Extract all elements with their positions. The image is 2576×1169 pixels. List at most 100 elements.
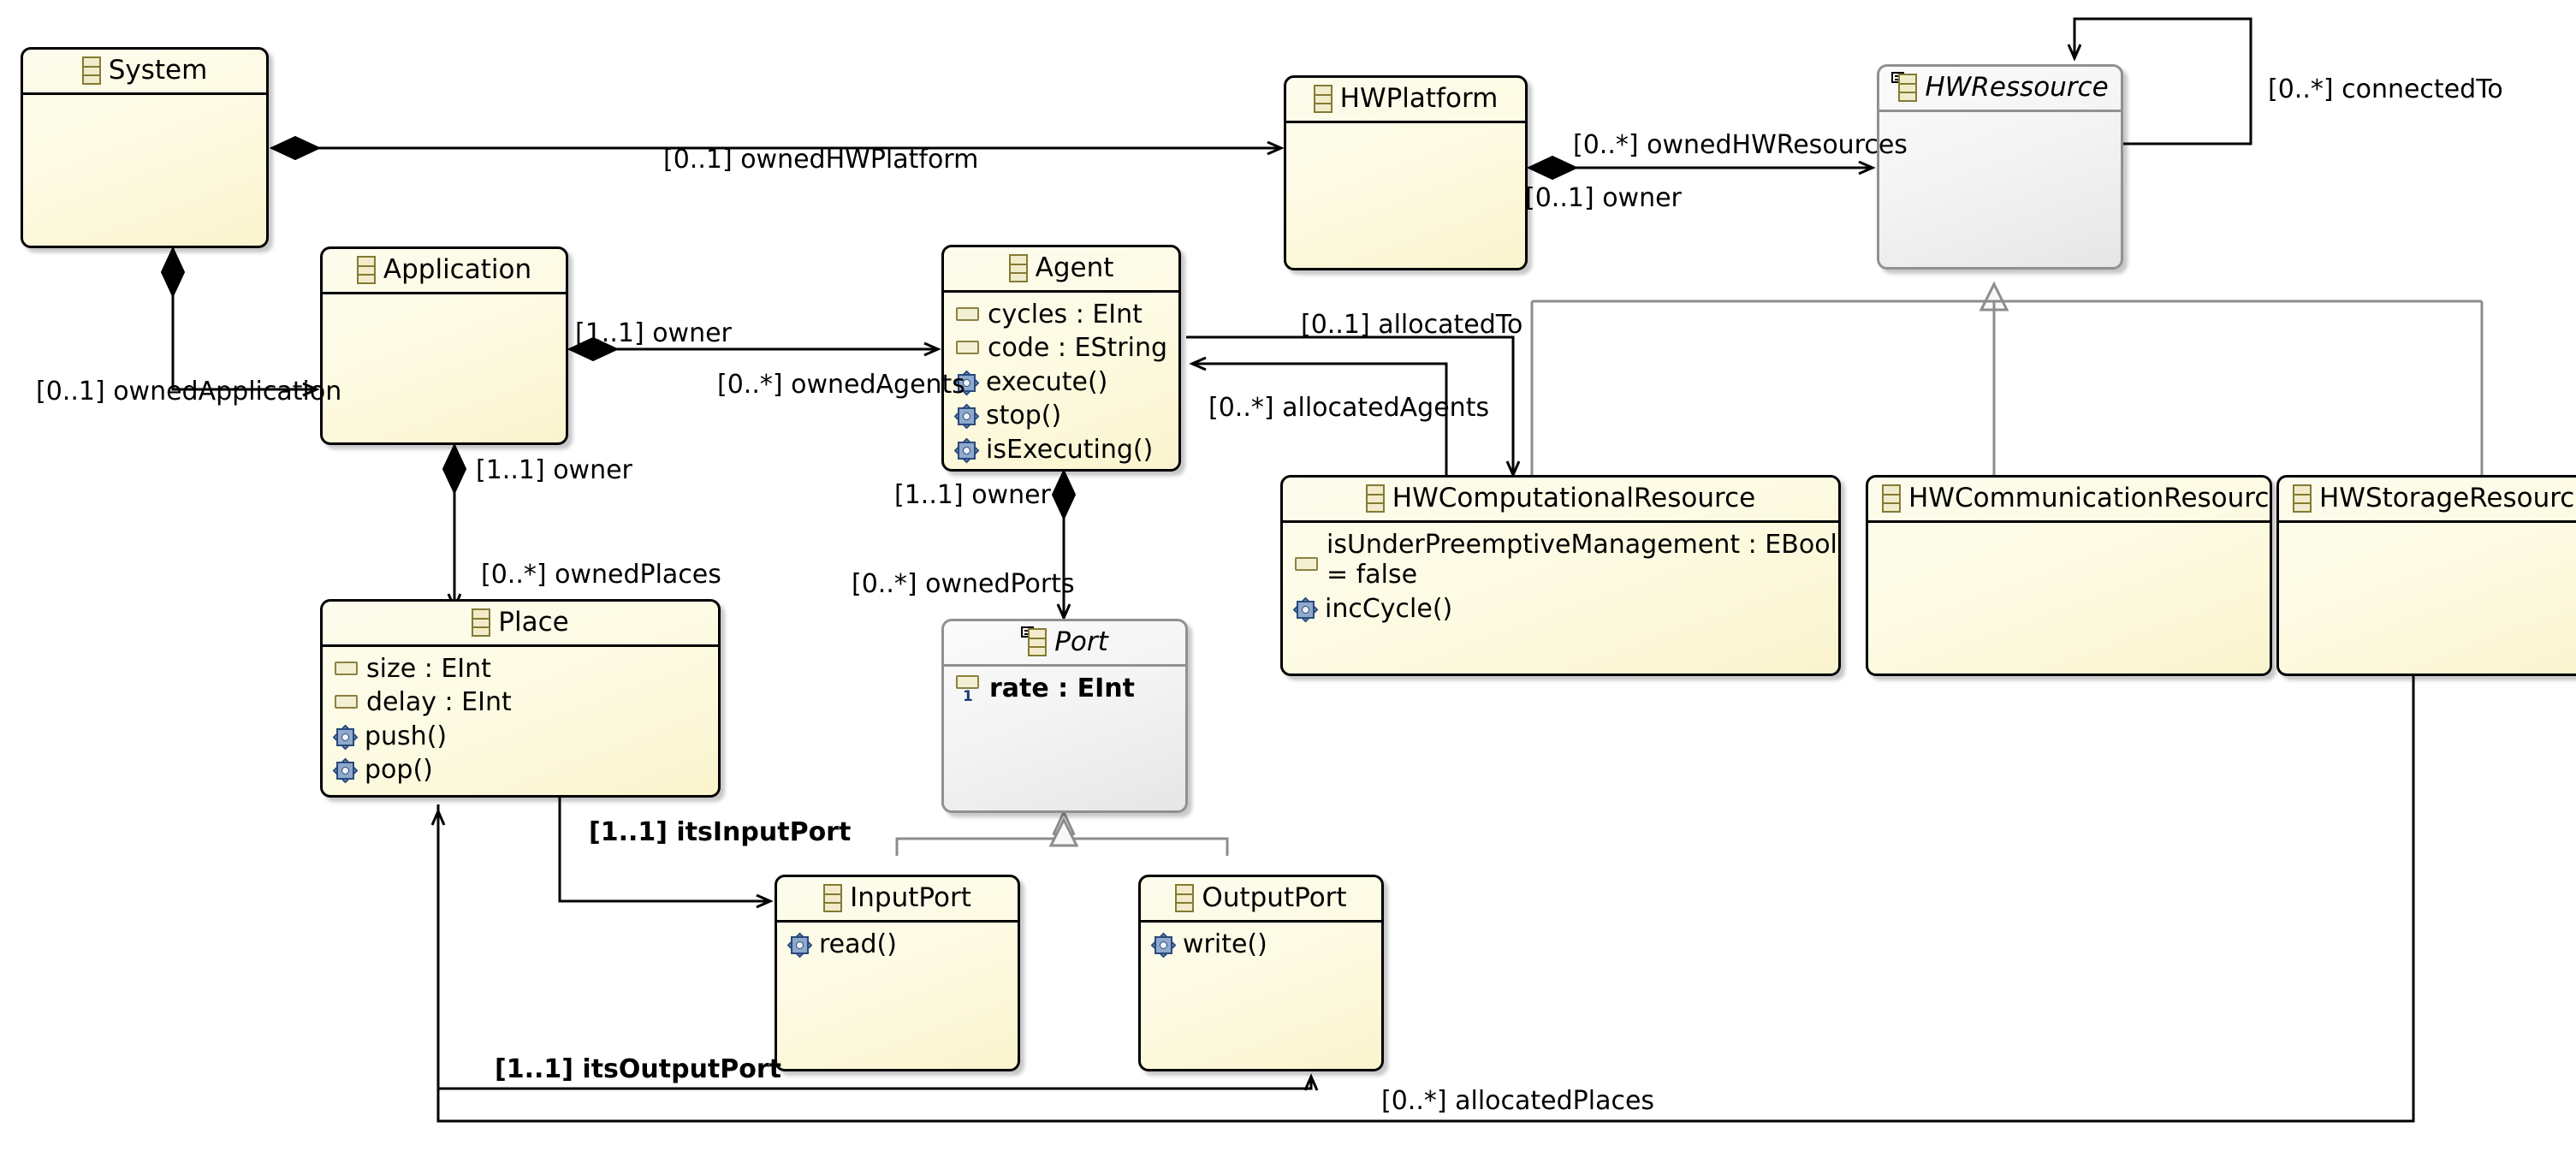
attribute-icon [335,695,358,709]
class-name-hwressource: HWRessource [1925,72,2109,103]
class-body-agent: cycles : EInt code : EString execute() s… [944,293,1178,466]
class-name-application: Application [383,254,532,285]
class-name-agent: Agent [1035,252,1114,283]
class-icon [823,883,843,912]
edge-hwressource-connectedto [2074,17,2253,145]
class-icon [1365,484,1385,513]
edge-label-ownedports: [0..*] ownedPorts [852,569,1075,599]
class-header-outputport: OutputPort [1141,877,1381,920]
abstract-class-icon [1891,71,1918,102]
class-box-system[interactable]: System [21,47,269,248]
class-box-application[interactable]: Application [320,246,568,445]
attribute-icon: 1 [956,674,981,705]
class-body-hwcommunicationresource [1868,523,2270,528]
class-box-agent[interactable]: Agent cycles : EInt code : EString execu… [941,245,1181,472]
abstract-class-icon [1021,626,1048,656]
edge-label-ownedhwplatform: [0..1] ownedHWPlatform [663,145,979,175]
class-separator [1286,121,1525,123]
class-separator [323,644,718,647]
class-body-hwstorageresource [2279,523,2576,528]
attribute-icon [956,341,979,355]
class-box-outputport[interactable]: OutputPort write() [1138,875,1384,1071]
class-box-hwcommunicationresource[interactable]: HWCommunicationResource [1866,475,2272,676]
operation-row: incCycle() [1283,592,1838,626]
class-header-system: System [23,50,266,92]
class-box-place[interactable]: Place size : EInt delay : EInt push() po… [320,599,721,798]
class-body-hwressource [1879,112,2121,117]
edge-system-ownedhwplatform [269,135,1281,161]
attribute-row: size : EInt [323,652,718,685]
operation-row: stop() [944,399,1178,432]
attribute-row: code : EString [944,331,1178,365]
operation-icon [953,370,980,396]
class-separator [2279,520,2576,523]
class-separator [23,92,266,95]
edge-label-ownedagents: [0..*] ownedAgents [717,370,965,400]
edge-label-owner-place: [1..1] owner [476,455,632,485]
class-header-hwcommunicationresource: HWCommunicationResource [1868,478,2270,520]
edge-hwplatform-ownedhwresources [1526,155,1873,181]
class-icon [1882,484,1901,513]
edge-label-ownedplaces: [0..*] ownedPlaces [481,560,721,590]
class-body-system [23,95,266,100]
edge-hwcomputational-allocatedagents [1192,364,1448,491]
operation-icon [1150,932,1177,958]
class-separator [323,292,566,294]
class-separator [1141,920,1381,923]
operation-icon [953,437,980,463]
class-header-hwcomputationalresource: HWComputationalResource [1283,478,1838,520]
class-body-application [323,294,566,300]
class-box-hwressource[interactable]: HWRessource [1877,64,2123,270]
edge-label-owner-port: [1..1] owner [894,480,1051,510]
class-name-system: System [108,55,208,86]
edge-label-allocatedplaces: [0..*] allocatedPlaces [1381,1086,1655,1116]
edge-label-allocatedagents: [0..*] allocatedAgents [1208,393,1490,423]
operation-row: pop() [323,753,718,786]
class-separator [1879,110,2121,112]
operation-row: read() [777,928,1018,961]
operation-icon [332,757,359,784]
attribute-multiplicity: 1 [963,688,973,705]
class-header-agent: Agent [944,247,1178,290]
edge-place-itsinputport [558,797,770,901]
edge-label-itsinputport: [1..1] itsInputPort [589,817,852,847]
class-icon [1313,84,1333,113]
class-name-hwstorageresource: HWStorageResource [2319,483,2576,513]
edge-label-connectedto: [0..*] connectedTo [2268,74,2503,104]
class-header-inputport: InputPort [777,877,1018,920]
class-name-inputport: InputPort [850,882,971,913]
class-header-hwplatform: HWPlatform [1286,78,1525,121]
class-box-inputport[interactable]: InputPort read() [775,875,1020,1071]
class-separator [944,664,1185,667]
class-header-application: Application [323,249,566,292]
attribute-row: delay : EInt [323,685,718,719]
edge-agent-allocatedto [1186,335,1513,475]
class-box-hwstorageresource[interactable]: HWStorageResource [2276,475,2576,676]
attribute-icon [1295,557,1318,571]
class-name-port: Port [1054,626,1108,657]
class-box-hwcomputationalresource[interactable]: HWComputationalResource isUnderPreemptiv… [1280,475,1841,676]
edge-label-owner-application: [1..1] owner [575,318,732,348]
attribute-row: isUnderPreemptiveManagement : EBoolean =… [1283,528,1838,592]
class-box-port[interactable]: Port 1 rate : EInt [941,619,1188,813]
class-box-hwplatform[interactable]: HWPlatform [1284,75,1528,270]
class-icon [2293,484,2312,513]
edge-label-allocatedto: [0..1] allocatedTo [1301,310,1523,340]
edge-agent-ownedports [1051,468,1077,618]
class-separator [777,920,1018,923]
operation-icon [1292,596,1319,623]
attribute-row: 1 rate : EInt [944,672,1185,705]
edge-application-ownedplaces [442,442,467,608]
edge-label-ownedhwresources: [0..*] ownedHWResources [1573,130,1908,160]
class-body-inputport: read() [777,923,1018,961]
class-name-hwcommunicationresource: HWCommunicationResource [1908,483,2272,513]
operation-icon [786,932,813,958]
class-icon [1175,883,1195,912]
edge-application-ownedagents [567,336,938,362]
class-name-place: Place [498,607,569,638]
edge-system-ownedapplication [160,246,317,389]
class-icon [1008,253,1028,282]
operation-icon [332,724,359,751]
